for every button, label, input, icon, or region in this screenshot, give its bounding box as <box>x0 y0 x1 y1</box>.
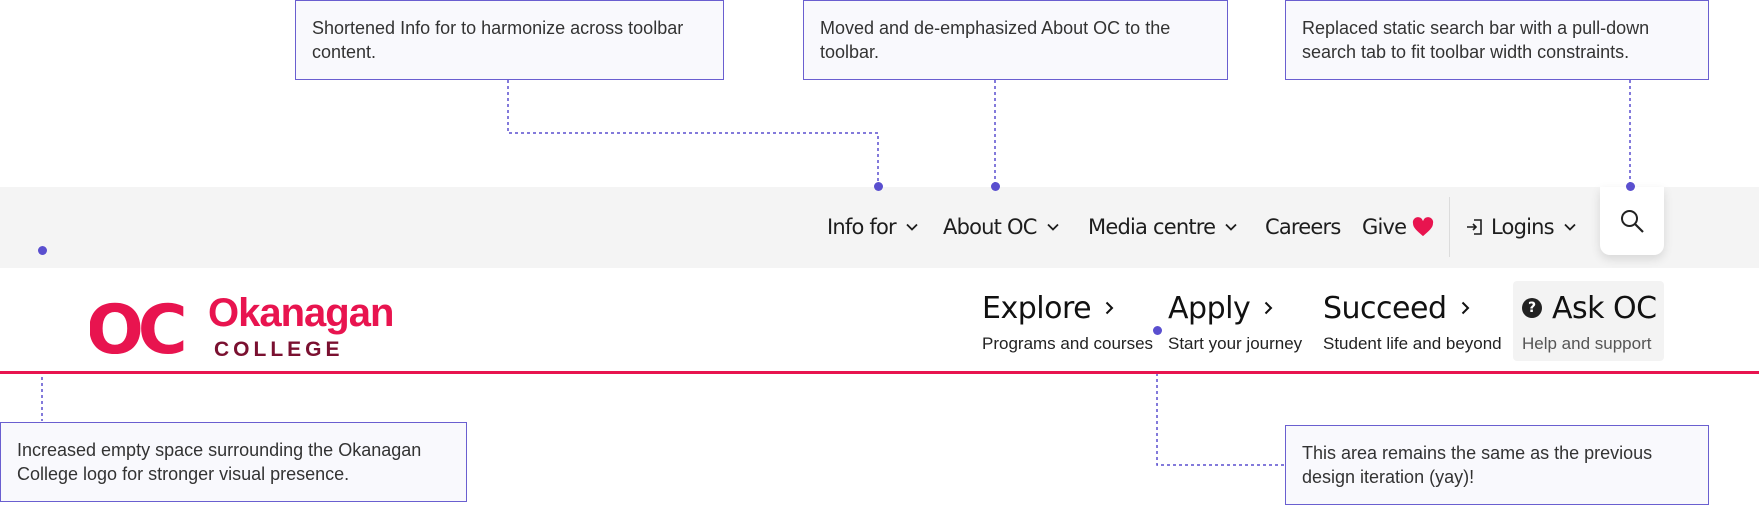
brand-underline <box>0 371 1759 374</box>
nav-apply-label: Apply <box>1168 290 1251 326</box>
chevron-down-icon <box>906 223 918 231</box>
chevron-right-icon <box>1264 301 1273 315</box>
toolbar-item-info-for[interactable]: Info for <box>827 212 918 242</box>
heart-icon <box>1413 217 1434 237</box>
nav-succeed-subtitle: Student life and beyond <box>1323 334 1502 353</box>
nav-explore-label: Explore <box>982 290 1092 326</box>
main-navigation <box>0 268 1759 372</box>
toolbar-logins-label: Logins <box>1491 215 1555 239</box>
nav-item-explore[interactable]: Explore Programs and courses <box>982 288 1153 354</box>
chevron-down-icon <box>1564 223 1576 231</box>
chevron-right-icon <box>1105 301 1114 315</box>
toolbar-info-for-label: Info for <box>827 215 897 239</box>
logo-sub: COLLEGE <box>214 338 344 361</box>
nav-ask-subtitle: Help and support <box>1522 334 1652 353</box>
search-icon <box>1621 210 1644 233</box>
search-tab[interactable] <box>1600 187 1664 255</box>
toolbar-item-logins[interactable]: Logins <box>1465 212 1576 242</box>
annotation-dot <box>991 182 1000 191</box>
annotation-dot <box>1153 326 1162 335</box>
connector-info-for <box>507 80 879 186</box>
annotation-search: Replaced static search bar with a pull-d… <box>1285 0 1709 80</box>
toolbar-item-careers[interactable]: Careers <box>1265 212 1341 242</box>
toolbar-item-media-centre[interactable]: Media centre <box>1088 212 1237 242</box>
logo-mark: OC <box>90 291 184 362</box>
toolbar-media-centre-label: Media centre <box>1088 215 1216 239</box>
nav-succeed-label: Succeed <box>1323 290 1447 326</box>
annotation-dot <box>1626 182 1635 191</box>
chevron-down-icon <box>1046 223 1059 231</box>
toolbar-item-about-oc[interactable]: About OC <box>943 212 1059 242</box>
annotation-dot <box>38 246 47 255</box>
toolbar-item-give[interactable]: Give <box>1362 212 1434 242</box>
nav-apply-subtitle: Start your journey <box>1168 334 1303 353</box>
nav-item-apply[interactable]: Apply Start your journey <box>1168 288 1302 354</box>
utility-toolbar <box>0 187 1759 268</box>
okanagan-college-logo[interactable]: OC Okanagan COLLEGE <box>90 290 420 362</box>
toolbar-divider <box>1449 197 1450 257</box>
help-icon: ? <box>1522 298 1542 318</box>
nav-ask-label: Ask OC <box>1552 290 1657 326</box>
login-icon <box>1467 219 1482 235</box>
toolbar-careers-label: Careers <box>1265 215 1341 239</box>
annotation-dot <box>874 182 883 191</box>
annotation-logo: Increased empty space surrounding the Ok… <box>0 422 467 502</box>
annotation-main-nav: This area remains the same as the previo… <box>1285 425 1709 505</box>
nav-explore-subtitle: Programs and courses <box>982 334 1154 353</box>
annotation-info-for: Shortened Info for to harmonize across t… <box>295 0 724 80</box>
chevron-down-icon <box>1225 223 1237 231</box>
ask-oc-background <box>1513 281 1664 361</box>
nav-item-ask-oc[interactable]: ? Ask OC Help and support <box>1522 288 1657 354</box>
toolbar-about-oc-label: About OC <box>943 215 1037 239</box>
annotation-about-oc: Moved and de-emphasized About OC to the … <box>803 0 1228 80</box>
logo-name: Okanagan <box>208 291 393 335</box>
toolbar-give-label: Give <box>1362 215 1407 239</box>
chevron-right-icon <box>1461 301 1469 315</box>
nav-item-succeed[interactable]: Succeed Student life and beyond <box>1323 288 1502 354</box>
